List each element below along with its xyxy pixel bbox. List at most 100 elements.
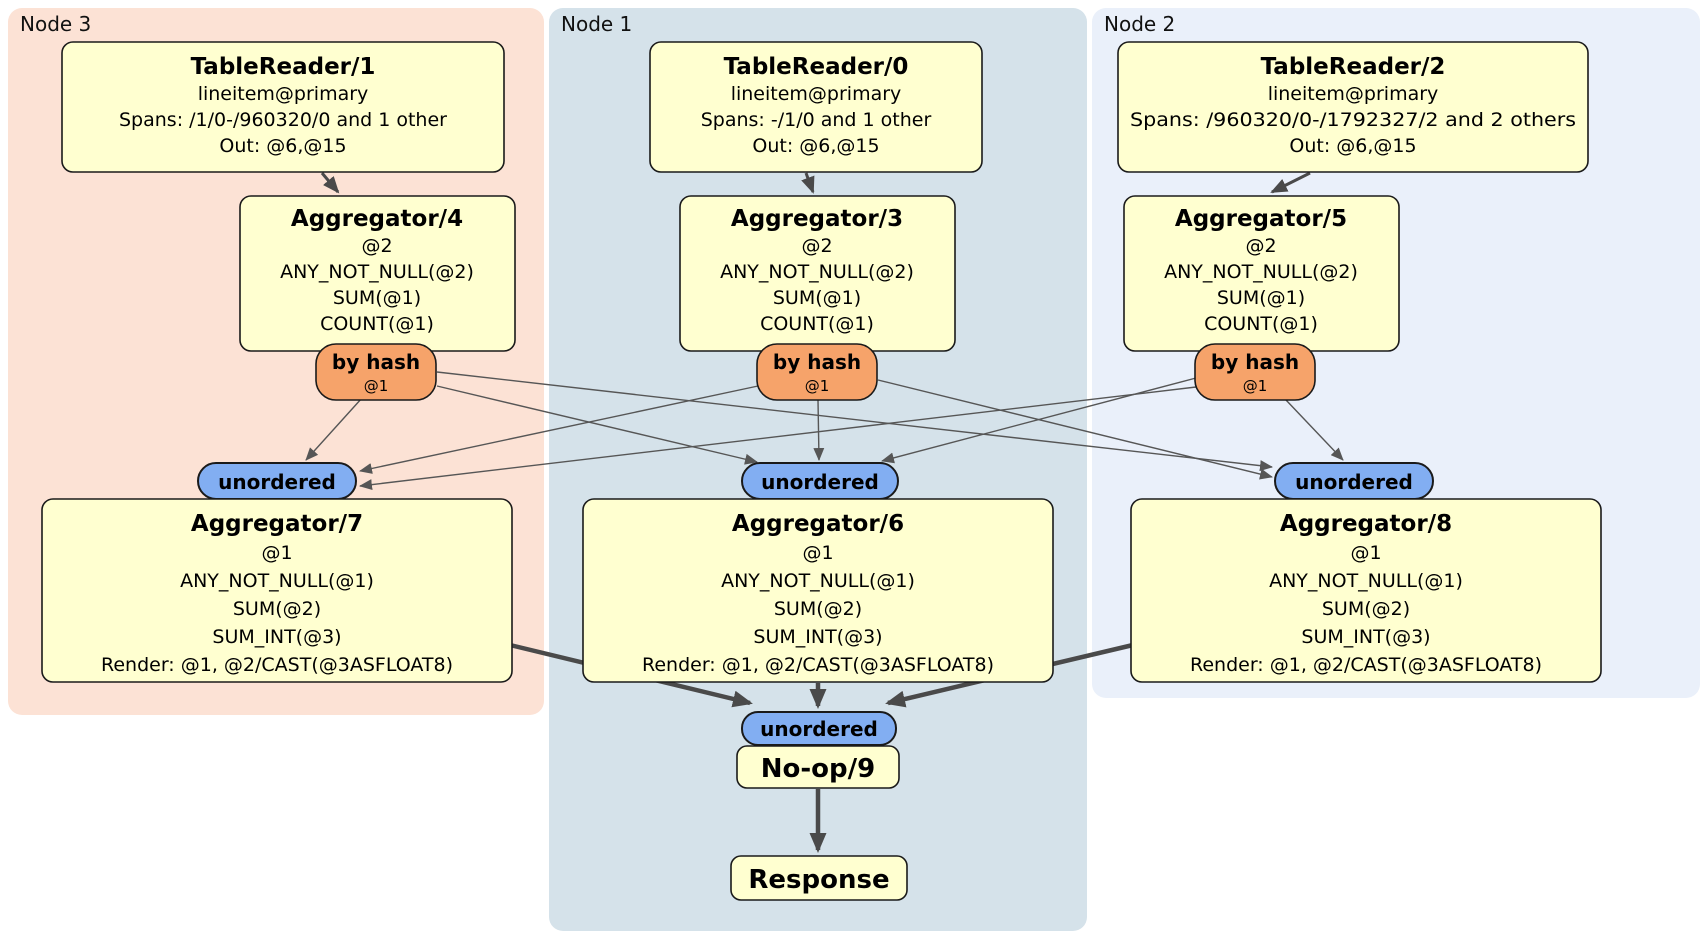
processor-title: Aggregator/4 [291, 206, 463, 232]
processor-line: ANY_NOT_NULL(@2) [1164, 261, 1358, 283]
edge-hash3-sync-left [305, 397, 363, 461]
processor-noop9: No-op/9 [736, 745, 900, 789]
processor-line: ANY_NOT_NULL(@2) [280, 261, 474, 283]
processor-line: Spans: /960320/0-/1792327/2 and 2 others [1130, 109, 1576, 131]
router-hash-node2: by hash @1 [1194, 343, 1316, 401]
edge-hash1-sync-center [813, 399, 825, 461]
processor-title: Aggregator/7 [191, 511, 363, 537]
edge-hash2-sync-right [1285, 399, 1344, 461]
sync-unordered-center: unordered [741, 462, 899, 500]
router-pill [1194, 343, 1316, 401]
edge-tablereader1-aggregator4 [320, 172, 340, 194]
processor-aggregator8: Aggregator/8 @1 ANY_NOT_NULL(@1) SUM(@2)… [1130, 498, 1602, 683]
processor-line: Render: @1, @2/CAST(@3ASFLOAT8) [642, 654, 994, 676]
processor-line: SUM_INT(@3) [212, 626, 341, 648]
processor-line: Spans: -/1/0 and 1 other [701, 109, 932, 131]
processor-line: Out: @6,@15 [752, 135, 879, 157]
processor-response: Response [730, 855, 908, 901]
processor-title: Aggregator/3 [731, 206, 903, 232]
processor-aggregator4: Aggregator/4 @2 ANY_NOT_NULL(@2) SUM(@1)… [239, 195, 516, 352]
processor-line: SUM(@1) [773, 287, 861, 309]
edge-hash3-sync-center [436, 385, 758, 465]
processor-line: @1 [802, 542, 833, 564]
edge-hash3-sync-right [436, 371, 1273, 472]
sync-unordered-final: unordered [741, 711, 897, 746]
processor-aggregator6: Aggregator/6 @1 ANY_NOT_NULL(@1) SUM(@2)… [582, 498, 1054, 683]
router-label: by hash [773, 350, 861, 374]
router-pill [756, 343, 878, 401]
sync-unordered-left: unordered [197, 462, 357, 500]
router-pill [315, 343, 437, 401]
region-label-node3: Node 3 [20, 12, 91, 36]
router-label: by hash [1211, 350, 1299, 374]
sync-pill [741, 711, 897, 746]
processor-line: Out: @6,@15 [219, 135, 346, 157]
processor-box [730, 855, 908, 901]
processor-line: ANY_NOT_NULL(@1) [1269, 570, 1463, 592]
processor-line: SUM(@2) [774, 598, 862, 620]
processor-box [649, 41, 983, 173]
processor-line: lineitem@primary [198, 83, 369, 105]
processor-title: Aggregator/6 [732, 511, 904, 537]
processor-line: @2 [361, 235, 392, 257]
processor-box [1130, 498, 1602, 683]
sync-label: unordered [760, 717, 878, 741]
router-label: by hash [332, 350, 420, 374]
edge-tablereader0-aggregator3 [801, 172, 815, 194]
processor-tablereader0: TableReader/0 lineitem@primary Spans: -/… [649, 41, 983, 173]
region-label-node2: Node 2 [1104, 12, 1175, 36]
processor-aggregator7: Aggregator/7 @1 ANY_NOT_NULL(@1) SUM(@2)… [41, 498, 513, 683]
processor-line: SUM(@1) [1217, 287, 1305, 309]
processor-line: SUM(@2) [233, 598, 321, 620]
processor-line: ANY_NOT_NULL(@1) [721, 570, 915, 592]
region-label-node1: Node 1 [561, 12, 632, 36]
sync-unordered-right: unordered [1274, 462, 1434, 500]
processor-line: Out: @6,@15 [1289, 135, 1416, 157]
processor-title: TableReader/0 [724, 54, 909, 80]
processor-title: Aggregator/5 [1175, 206, 1347, 232]
processor-line: lineitem@primary [1268, 83, 1439, 105]
processor-box [61, 41, 505, 173]
edge-tablereader2-aggregator5 [1270, 171, 1311, 194]
processor-line: SUM_INT(@3) [1301, 626, 1430, 648]
processor-box [582, 498, 1054, 683]
processor-line: @2 [801, 235, 832, 257]
processor-title: Response [748, 865, 889, 895]
processor-line: COUNT(@1) [320, 313, 434, 335]
processor-box [1117, 41, 1589, 173]
processor-line: SUM(@1) [333, 287, 421, 309]
processor-box [41, 498, 513, 683]
processor-line: ANY_NOT_NULL(@2) [720, 261, 914, 283]
processor-aggregator3: Aggregator/3 @2 ANY_NOT_NULL(@2) SUM(@1)… [679, 195, 956, 352]
edge-hash1-sync-right [877, 379, 1273, 480]
router-hash-node3: by hash @1 [315, 343, 437, 401]
processor-title: TableReader/2 [1261, 54, 1446, 80]
router-hash-node1: by hash @1 [756, 343, 878, 401]
processor-line: COUNT(@1) [760, 313, 874, 335]
processor-title: No-op/9 [761, 754, 875, 784]
processor-line: Render: @1, @2/CAST(@3ASFLOAT8) [1190, 654, 1542, 676]
router-key: @1 [1243, 377, 1268, 395]
sync-label: unordered [218, 470, 336, 494]
processor-line: Render: @1, @2/CAST(@3ASFLOAT8) [101, 654, 453, 676]
processor-line: SUM_INT(@3) [753, 626, 882, 648]
processor-line: Spans: /1/0-/960320/0 and 1 other [119, 109, 447, 131]
processor-line: lineitem@primary [731, 83, 902, 105]
processor-line: @1 [1350, 542, 1381, 564]
processor-line: @2 [1245, 235, 1276, 257]
processor-box [736, 745, 900, 789]
edge-hash2-sync-center [881, 377, 1197, 464]
processor-title: TableReader/1 [191, 54, 376, 80]
router-key: @1 [805, 377, 830, 395]
processor-title: Aggregator/8 [1280, 511, 1452, 537]
processor-line: COUNT(@1) [1204, 313, 1318, 335]
processor-line: @1 [261, 542, 292, 564]
processor-line: ANY_NOT_NULL(@1) [180, 570, 374, 592]
processor-line: SUM(@2) [1322, 598, 1410, 620]
edge-hash1-sync-left [359, 385, 759, 474]
sync-label: unordered [761, 470, 879, 494]
processor-tablereader2: TableReader/2 lineitem@primary Spans: /9… [1117, 41, 1589, 173]
processor-aggregator5: Aggregator/5 @2 ANY_NOT_NULL(@2) SUM(@1)… [1123, 195, 1400, 352]
